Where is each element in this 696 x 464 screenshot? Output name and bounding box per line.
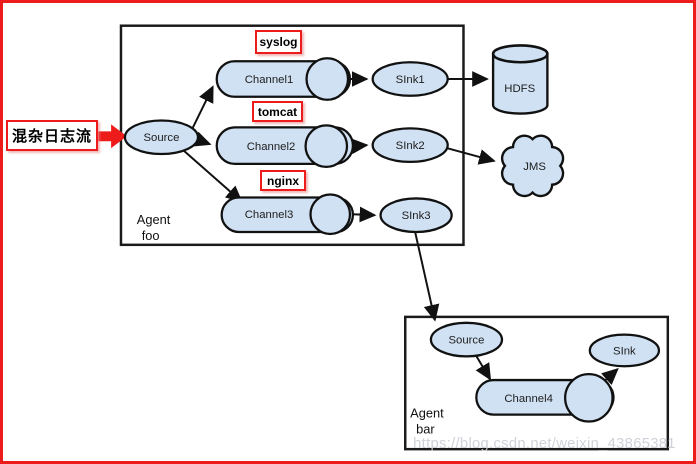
channel4-buffer-icon (564, 373, 614, 423)
jms-label: JMS (523, 161, 546, 173)
agent-bar-sink-label: SInk (613, 345, 636, 357)
tomcat-tag: tomcat (252, 101, 303, 122)
agent-bar-box (404, 315, 670, 451)
agent-bar-sink-node (588, 333, 661, 368)
agent-bar-title-line2: bar (416, 421, 435, 436)
flume-flow-diagram: Source Channel1 Channel2 Channel3 SInk1 … (98, 24, 676, 452)
sink1-node (371, 61, 449, 97)
sink1-label: SInk1 (396, 74, 425, 86)
channel3-buffer-icon (309, 193, 352, 236)
agent-bar-source-node (429, 321, 504, 358)
arrow-source-to-channel1 (189, 85, 214, 134)
mixed-log-stream-callout: 混杂日志流 (6, 120, 98, 151)
channel2-buffer-icon (304, 124, 349, 168)
arrow-sink2-to-jms (446, 147, 496, 165)
channel2-label: Channel2 (247, 141, 296, 153)
agent-foo-source-node (123, 119, 200, 156)
agent-bar-source-label: Source (448, 335, 484, 347)
hdfs-label: HDFS (504, 83, 535, 95)
hdfs-cylinder-top-icon (491, 44, 549, 64)
syslog-tag-label: syslog (259, 35, 298, 49)
csdn-watermark: https://blog.csdn.net/weixin_43865381 (413, 436, 676, 452)
agent-foo-title-line2: foo (142, 228, 160, 243)
agent-foo-title-line1: Agent (137, 212, 171, 227)
tomcat-tag-label: tomcat (257, 104, 298, 119)
nginx-tag-label: nginx (267, 173, 299, 188)
channel4-label: Channel4 (504, 393, 553, 405)
agent-bar-title-line1: Agent (410, 406, 444, 421)
agent-foo-source-label: Source (143, 132, 179, 144)
channel1-buffer-icon (305, 57, 350, 101)
arrow-channel2-to-sink2 (351, 138, 369, 155)
callout-arrow-icon (98, 124, 127, 149)
arrow-sink3-to-agent-bar (414, 231, 440, 322)
channel1-label: Channel1 (245, 74, 294, 86)
arrow-channel3-to-sink3 (352, 206, 377, 223)
syslog-tag: syslog (255, 30, 302, 54)
channel3-label: Channel3 (245, 209, 294, 221)
sink3-node (379, 197, 453, 234)
sink3-label: SInk3 (402, 210, 431, 222)
hdfs-cylinder-icon (491, 53, 549, 115)
arrow-source-to-channel3 (182, 149, 243, 203)
jms-cloud-icon (500, 134, 565, 198)
nginx-tag: nginx (260, 170, 306, 191)
sink2-node (371, 127, 449, 164)
arrow-bar-source-to-channel4 (474, 353, 492, 381)
sink2-label: SInk2 (396, 140, 425, 152)
mixed-log-stream-label: 混杂日志流 (11, 128, 92, 145)
